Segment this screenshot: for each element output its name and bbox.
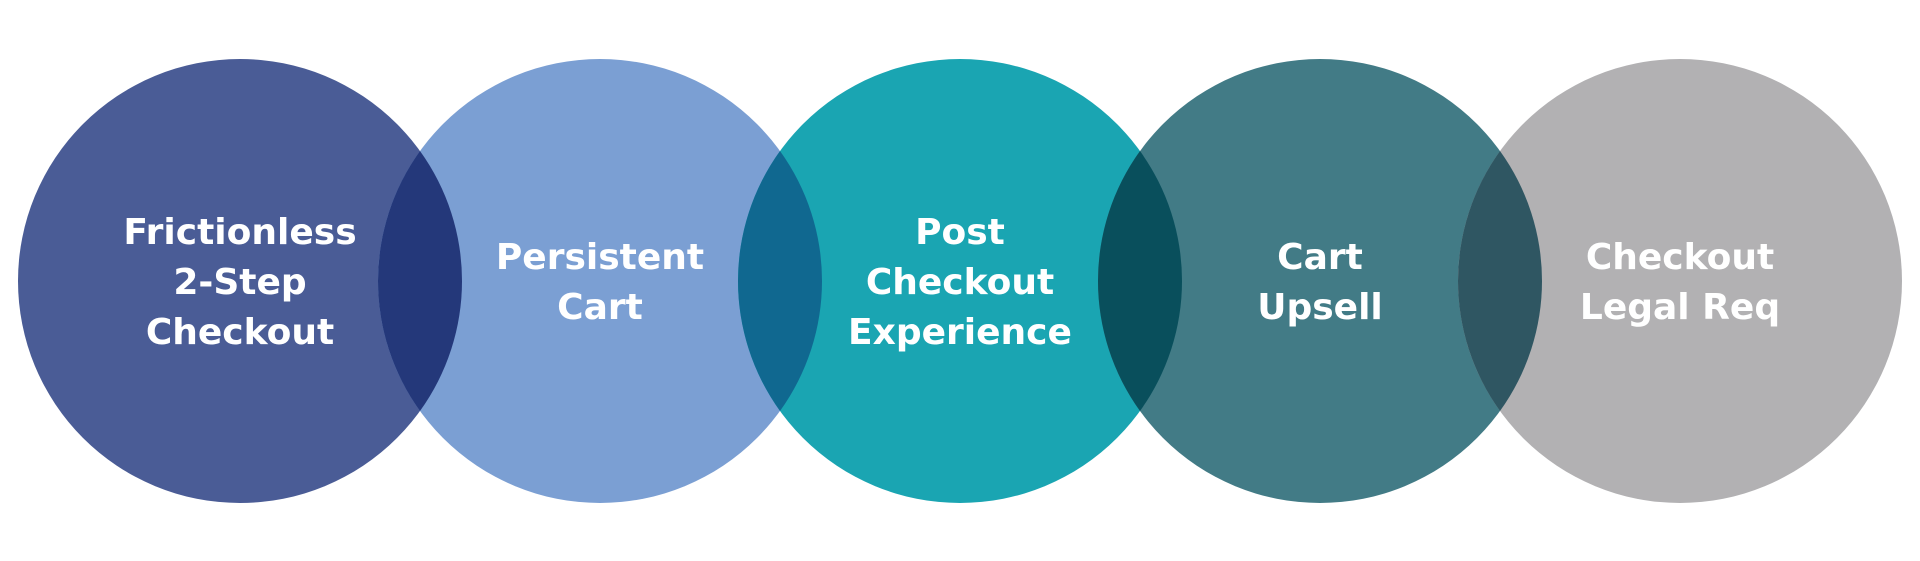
label-line: Persistent <box>496 237 704 278</box>
overlap-2-3 <box>738 151 822 411</box>
overlaps-layer <box>377 151 1542 411</box>
label-line: Checkout <box>1586 237 1774 278</box>
circle-post-checkout-experience <box>738 59 1182 503</box>
circle-cart-upsell <box>1098 59 1542 503</box>
label-line: 2-Step <box>173 262 306 303</box>
circle-frictionless-2-step-checkout <box>18 59 462 503</box>
circles-layer <box>18 59 1902 503</box>
label-line: Checkout <box>146 312 334 353</box>
label-line: Cart <box>557 287 643 328</box>
label-line: Post <box>915 212 1005 253</box>
label-line: Legal Req <box>1580 287 1780 328</box>
label-line: Cart <box>1277 237 1363 278</box>
overlap-4-5 <box>1457 151 1542 411</box>
label-line: Upsell <box>1257 287 1383 328</box>
overlap-1-2 <box>377 151 462 411</box>
label-line: Experience <box>848 312 1072 353</box>
circle-persistent-cart <box>378 59 822 503</box>
label-line: Checkout <box>866 262 1054 303</box>
overlap-3-4 <box>1098 151 1182 411</box>
circle-checkout-legal-req <box>1458 59 1902 503</box>
label-line: Frictionless <box>123 212 356 253</box>
